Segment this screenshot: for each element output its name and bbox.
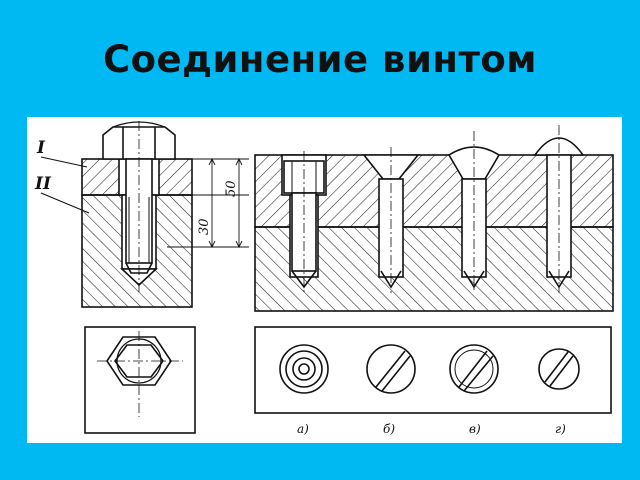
variant-label-g: г)	[555, 422, 566, 436]
hex-screw-section	[40, 121, 249, 308]
part-label-II: II	[34, 174, 52, 194]
screw-c-section	[447, 131, 501, 293]
dimension-30: 30	[197, 218, 212, 235]
slide-title: Соединение винтом	[102, 38, 538, 81]
variant-label-v: в)	[469, 422, 481, 436]
screw-d-section	[533, 125, 585, 293]
screw-types-section	[254, 125, 614, 312]
head-b-top	[366, 344, 416, 394]
part-label-I: I	[36, 138, 46, 158]
head-c-top	[449, 344, 499, 394]
screw-b-section	[362, 147, 420, 293]
screw-a-section	[281, 151, 327, 293]
hex-head-top-view	[84, 326, 196, 434]
variant-label-a: а)	[297, 422, 309, 436]
head-a-top	[279, 344, 329, 394]
screw-heads-top-view	[254, 326, 612, 414]
head-d-top	[538, 348, 580, 390]
drawing-canvas: I II 50 30 а) б) в) г)	[34, 121, 614, 436]
variant-label-b: б)	[383, 422, 395, 436]
dimension-50: 50	[224, 180, 239, 197]
screw-joint-drawing: I II 50 30 а) б) в) г)	[27, 117, 622, 443]
